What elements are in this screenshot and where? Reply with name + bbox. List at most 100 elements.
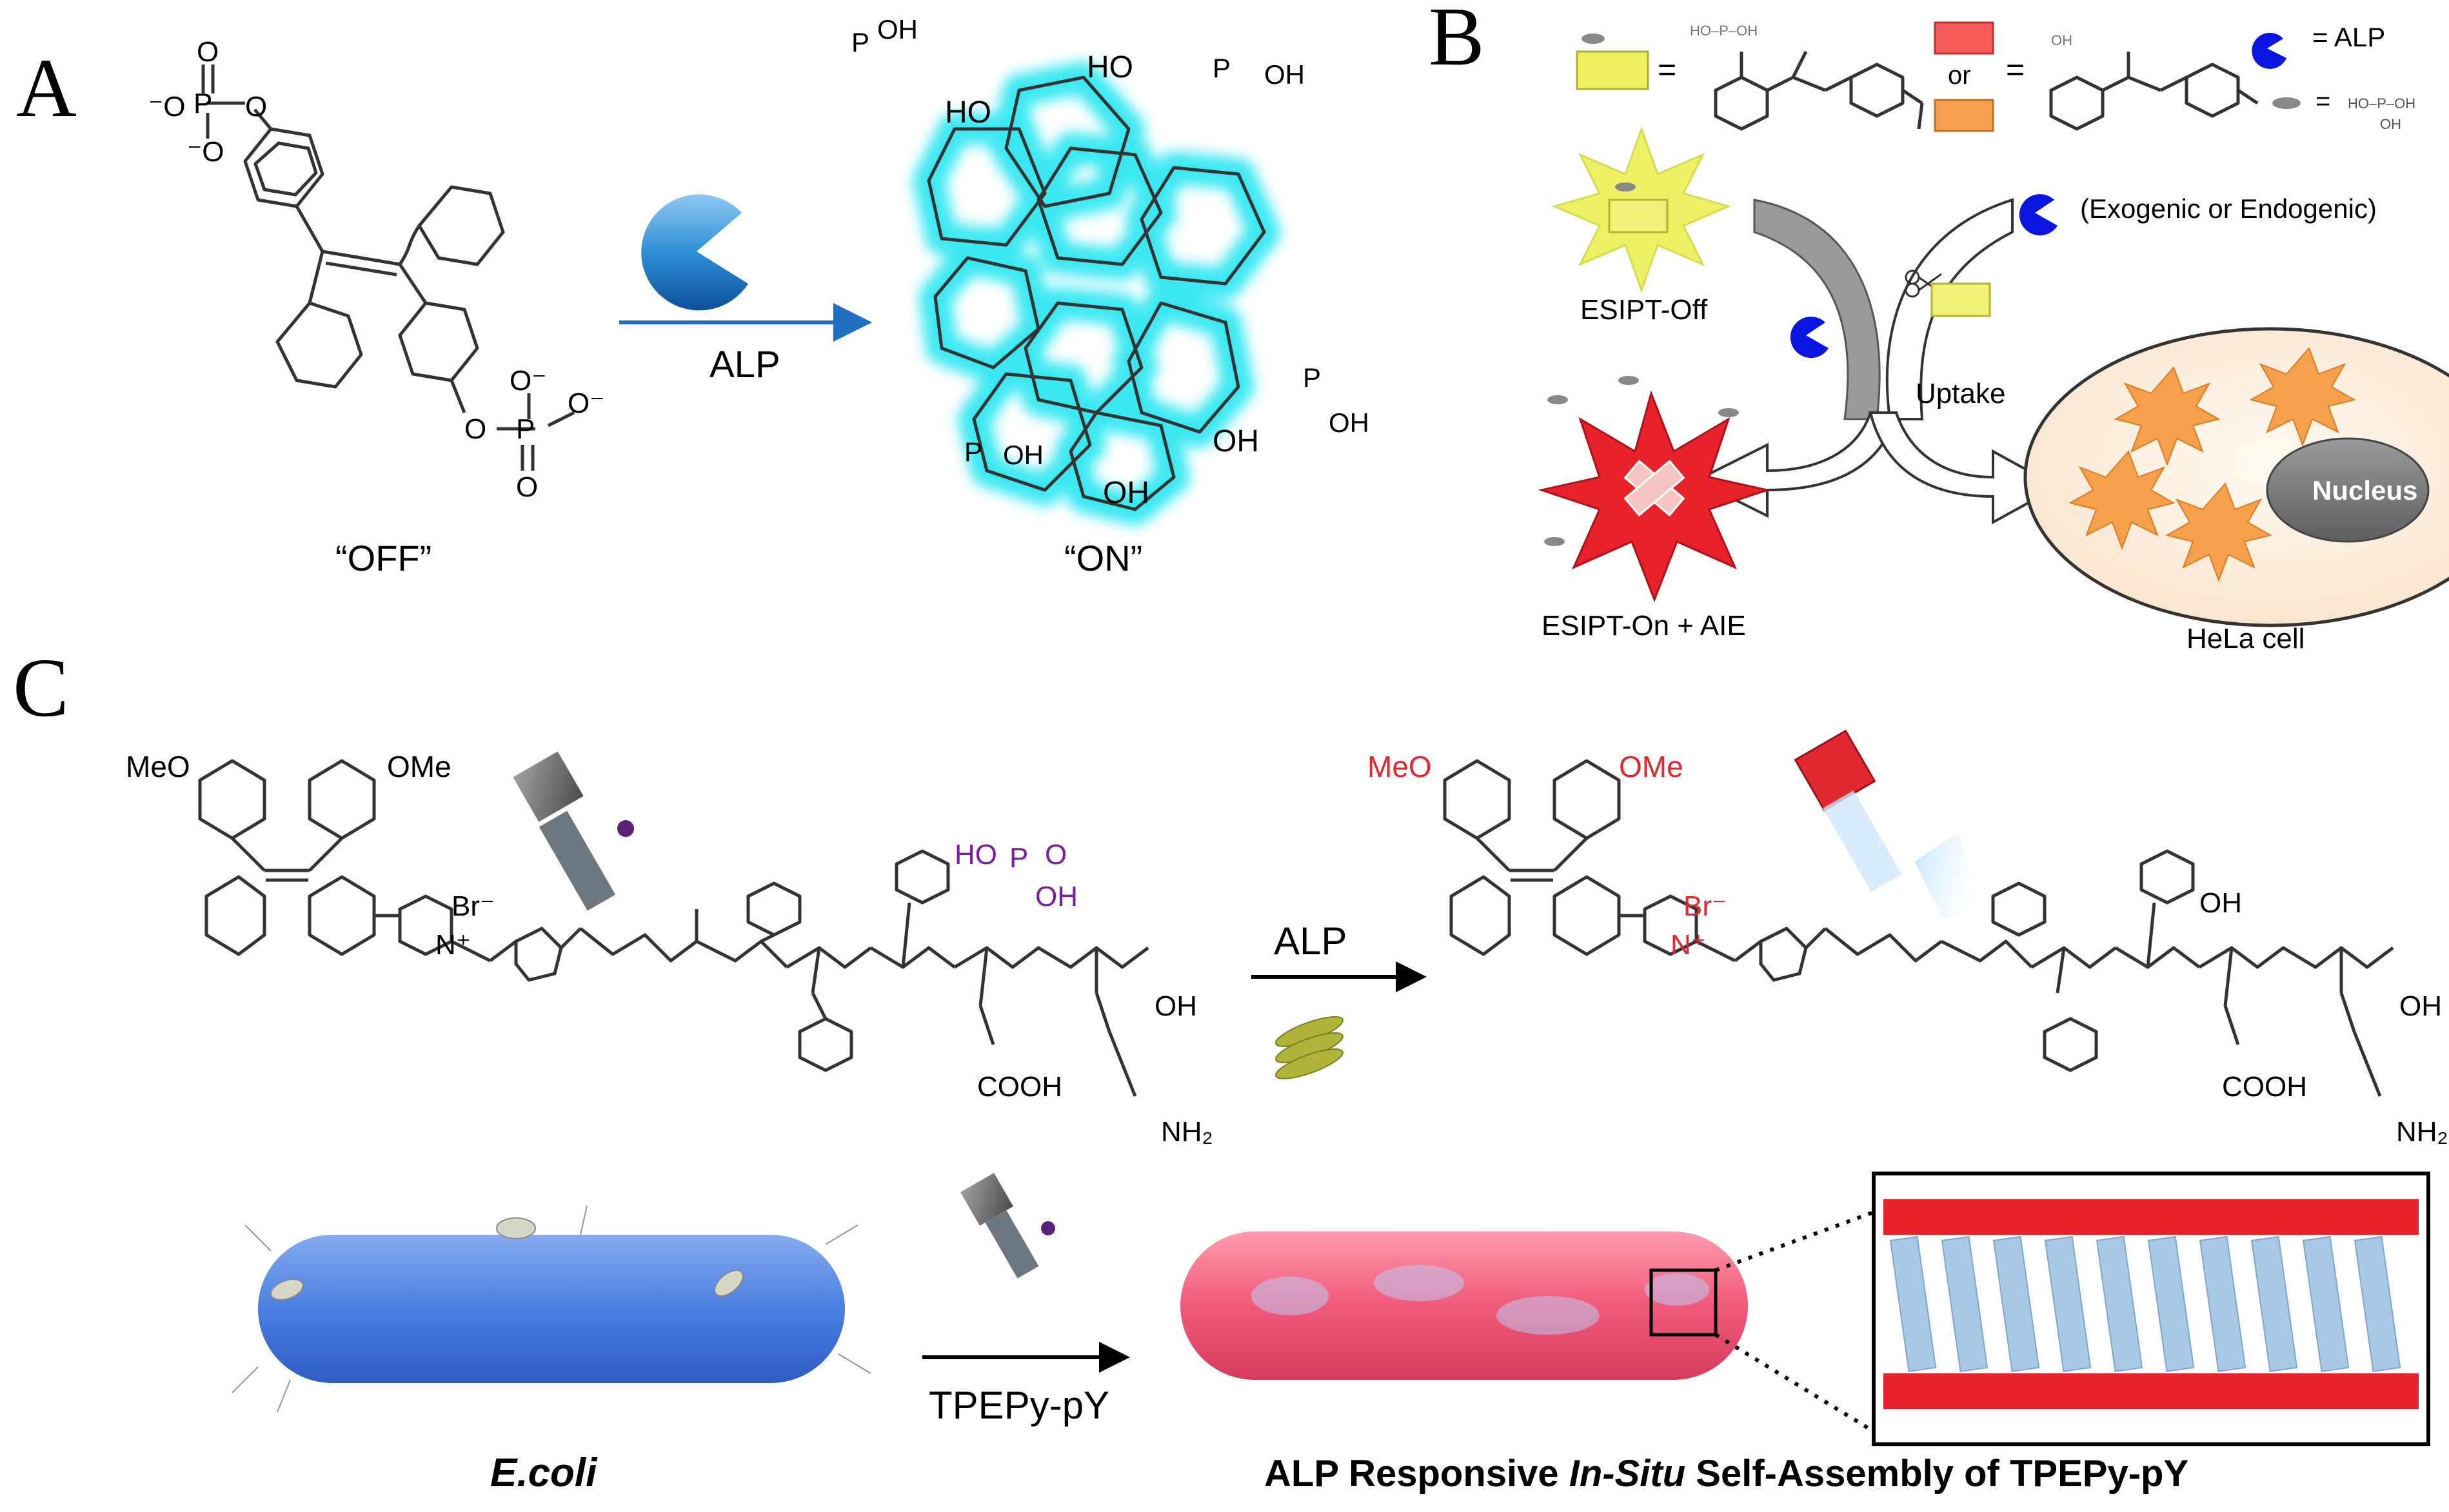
on-aggregate-structure xyxy=(913,61,1280,525)
nh2-left: NH₂ xyxy=(1161,1116,1213,1148)
free-phosphate-2-oh: OH xyxy=(1264,59,1305,90)
phospho-ho: HO xyxy=(955,839,997,870)
ecoli-assembled-icon xyxy=(1180,1232,1748,1380)
legend-phosphate-formula: HO–P–OH xyxy=(2348,95,2415,112)
ecoli-label: E.coli xyxy=(490,1451,598,1495)
cooh-carboxyl-right: OH xyxy=(2399,990,2442,1022)
probe-gray-small-icon xyxy=(960,1173,1055,1279)
tpepy-product-structure-peptide xyxy=(1695,849,2394,1097)
on-label: “ON” xyxy=(1064,538,1142,578)
off-bottom-p: P xyxy=(516,413,535,445)
panel-c: C xyxy=(13,642,2448,1495)
esipt-off-burst-icon xyxy=(1551,126,1732,293)
panel-b: B = HO–P–OH or = OH = ALP = HO–P– xyxy=(1429,0,2449,654)
alp-fiber-icon xyxy=(1275,1016,1343,1079)
alp-enzyme-icon-top xyxy=(2019,194,2057,236)
probe-red-icon xyxy=(1794,729,1979,920)
legend-or: or xyxy=(1948,61,1971,90)
nucleus-label: Nucleus xyxy=(2312,475,2417,506)
legend-eq-2: = xyxy=(2006,52,2025,88)
off-bottom-o: O xyxy=(516,471,538,503)
legend-alp: = ALP xyxy=(2312,22,2385,52)
off-top-o-minus: ⁻O xyxy=(148,91,185,123)
br-left: Br⁻ xyxy=(451,890,495,922)
esipt-off-label: ESIPT-Off xyxy=(1580,294,1708,326)
probe-gray-icon xyxy=(513,751,634,911)
on-oh-right: OH xyxy=(1213,424,1259,458)
assembly-caption-pre: ALP Responsive xyxy=(1264,1453,1569,1495)
off-top-o-link: O xyxy=(245,91,267,123)
meo-left: MeO xyxy=(126,750,190,783)
cooh-left: COOH xyxy=(977,1071,1062,1103)
cooh-carboxyl-left: OH xyxy=(1155,990,1197,1022)
cleaved-probe-box-icon xyxy=(1930,282,1991,317)
panel-b-letter: B xyxy=(1429,0,1485,83)
assembly-caption-post: Self-Assembly of TPEPy-pY xyxy=(1685,1453,2188,1495)
phospho-p: P xyxy=(1009,842,1028,874)
alp-enzyme-icon-mid xyxy=(1790,317,1829,358)
br-right: Br⁻ xyxy=(1683,890,1727,922)
alp-enzyme-icon xyxy=(641,194,748,311)
free-phosphate-4-p: P xyxy=(964,437,982,467)
off-label: “OFF” xyxy=(335,538,431,578)
nh2-right: NH₂ xyxy=(2396,1116,2448,1148)
probe-yellow-box-icon xyxy=(1576,50,1649,90)
legend-eq-1: = xyxy=(1658,52,1676,88)
uptake-label: Uptake xyxy=(1916,378,2005,409)
phosphate-fragment-1 xyxy=(1547,395,1568,404)
on-ho-left: HO xyxy=(945,95,991,130)
free-phosphate-1-p: P xyxy=(851,27,869,57)
off-bottom-o-minus: O⁻ xyxy=(510,365,546,397)
zoom-line-top xyxy=(1714,1210,1875,1272)
probe-orange-box-icon xyxy=(1934,99,1994,132)
ecoli-bacterium-icon xyxy=(232,1205,871,1413)
hela-label: HeLa cell xyxy=(2186,623,2305,654)
alp-legend-icon xyxy=(2252,32,2286,69)
free-phosphate-3-p: P xyxy=(1303,362,1321,393)
off-bottom-o-link: O xyxy=(464,413,486,445)
tpepy-product-structure-red xyxy=(1443,759,1698,956)
legend-phosphate-oh: OH xyxy=(2380,116,2401,132)
phospho-oh: OH xyxy=(1035,881,1078,912)
meo-right: MeO xyxy=(1367,750,1432,783)
phosphate-tag-icon xyxy=(1581,34,1605,44)
self-assembly-fiber-zoom xyxy=(1872,1172,2430,1446)
scissors-icon xyxy=(1905,270,1942,298)
tpepy-py-structure xyxy=(198,759,1149,1097)
esipt-on-label: ESIPT-On + AIE xyxy=(1542,610,1746,642)
tyr-oh-right: OH xyxy=(2199,887,2242,919)
panel-c-letter: C xyxy=(13,642,69,734)
alp-arrow-label: ALP xyxy=(709,344,780,386)
n-plus-right: N⁺ xyxy=(1671,929,1706,961)
on-oh-bottom: OH xyxy=(1103,476,1149,510)
probe-oh-label: OH xyxy=(2051,32,2072,48)
legend-eq-3: = xyxy=(2315,87,2330,115)
zoom-line-bottom xyxy=(1714,1333,1875,1433)
off-bottom-o-minus-2: O⁻ xyxy=(568,388,604,419)
phosphate-fragment-2 xyxy=(1618,376,1639,385)
phospho-o: O xyxy=(1045,839,1067,870)
on-ho-top: HO xyxy=(1087,50,1133,84)
panel-a-letter: A xyxy=(16,42,77,135)
hela-cell-icon xyxy=(2023,327,2449,627)
probe-structure-hydroxy xyxy=(2049,52,2259,131)
free-phosphate-1-oh: OH xyxy=(877,14,918,44)
n-plus-left: N⁺ xyxy=(435,929,471,961)
esipt-on-burst-icon xyxy=(1538,390,1771,603)
free-phosphate-2-p: P xyxy=(1213,53,1231,83)
off-top-o-minus-2: ⁻O xyxy=(187,136,224,168)
alp-label-c: ALP xyxy=(1274,919,1347,963)
off-molecule-structure xyxy=(201,64,575,471)
tpepy-arrow-label: TPEPy-pY xyxy=(929,1384,1109,1427)
panel-a: A xyxy=(16,14,1369,578)
ome-right: OMe xyxy=(1619,750,1683,783)
assembly-caption-italic: In-Situ xyxy=(1569,1453,1685,1495)
phosphate-legend-icon xyxy=(2272,97,2301,109)
phosphate-fragment-3 xyxy=(1718,408,1739,417)
assembly-caption: ALP Responsive In-Situ Self-Assembly of … xyxy=(1264,1453,2188,1495)
probe-phosphate-formula: HO–P–OH xyxy=(1690,23,1758,39)
exo-endo-label: (Exogenic or Endogenic) xyxy=(2080,193,2377,224)
free-phosphate-4-oh: OH xyxy=(1003,440,1044,470)
free-phosphate-group: P OH P OH P OH P OH xyxy=(851,14,1369,470)
